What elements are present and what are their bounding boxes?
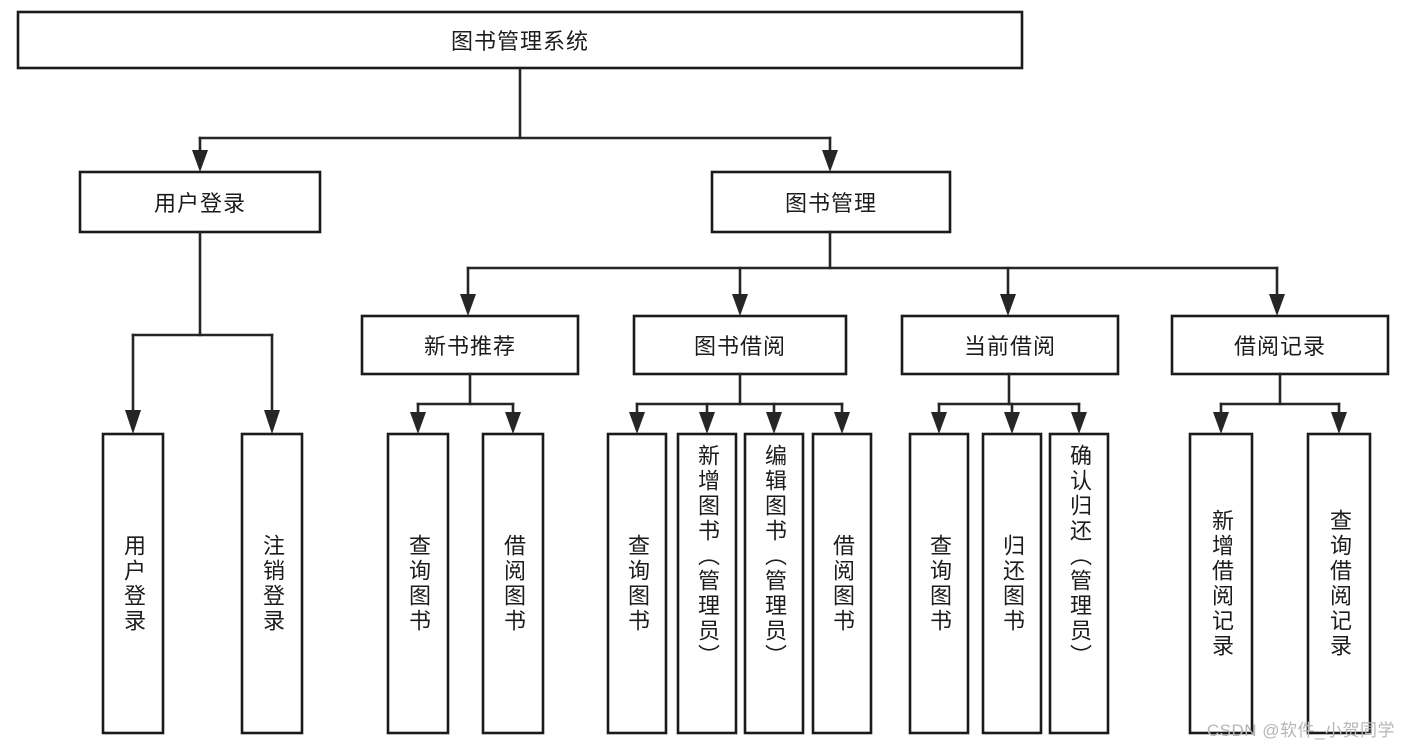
node-box-leaf-borrow-book-1[interactable]: [481, 432, 545, 735]
arrowhead-to-book-management: [822, 150, 838, 172]
arrowhead-leaf-query-book-3: [931, 412, 947, 434]
arrowhead-leaf-query-book-1: [410, 412, 426, 434]
node-box-leaf-user-login[interactable]: [101, 432, 165, 735]
node-box-leaf-query-book-3[interactable]: [908, 432, 970, 735]
arrowhead-leaf-borrow-book-2: [834, 412, 850, 434]
node-box-leaf-confirm-return-admin[interactable]: [1048, 432, 1110, 735]
arrowhead-leaf-borrow-book-1: [505, 412, 521, 434]
node-box-current-borrow[interactable]: [900, 314, 1120, 376]
node-box-leaf-query-borrow-record[interactable]: [1306, 432, 1372, 735]
arrowhead-leaf-add-borrow-record: [1213, 412, 1229, 434]
arrowhead-leaf-query-book-2: [629, 412, 645, 434]
arrowhead-leaf-user-login: [125, 410, 141, 434]
node-box-leaf-return-book[interactable]: [981, 432, 1043, 735]
node-box-root[interactable]: [16, 10, 1024, 70]
arrowhead-to-user-login: [192, 150, 208, 172]
node-box-new-book-recommend[interactable]: [360, 314, 580, 376]
node-box-leaf-edit-book-admin[interactable]: [743, 432, 805, 735]
node-box-leaf-add-borrow-record[interactable]: [1188, 432, 1254, 735]
arrowhead-leaf-query-borrow-record: [1331, 412, 1347, 434]
node-box-leaf-query-book-1[interactable]: [386, 432, 450, 735]
arrowhead-leaf-return-book: [1004, 412, 1020, 434]
node-box-leaf-query-book-2[interactable]: [606, 432, 668, 735]
arrowhead-leaf-add-book-admin: [699, 412, 715, 434]
node-box-book-management[interactable]: [710, 170, 952, 234]
node-box-book-borrow[interactable]: [632, 314, 848, 376]
arrowhead-current-borrow: [1000, 294, 1016, 316]
node-box-user-login[interactable]: [78, 170, 322, 234]
arrowhead-borrow-record: [1269, 294, 1285, 316]
arrowhead-new-book-recommend: [460, 294, 476, 316]
arrowhead-leaf-logout-login: [264, 410, 280, 434]
node-box-borrow-record[interactable]: [1170, 314, 1390, 376]
arrowhead-book-borrow: [732, 294, 748, 316]
node-box-leaf-borrow-book-2[interactable]: [811, 432, 873, 735]
node-box-leaf-logout-login[interactable]: [240, 432, 304, 735]
node-box-leaf-add-book-admin[interactable]: [676, 432, 738, 735]
arrowhead-leaf-confirm-return-admin: [1071, 412, 1087, 434]
arrowhead-leaf-edit-book-admin: [766, 412, 782, 434]
csdn-watermark: CSDN @软件_小贺同学: [1206, 721, 1395, 740]
